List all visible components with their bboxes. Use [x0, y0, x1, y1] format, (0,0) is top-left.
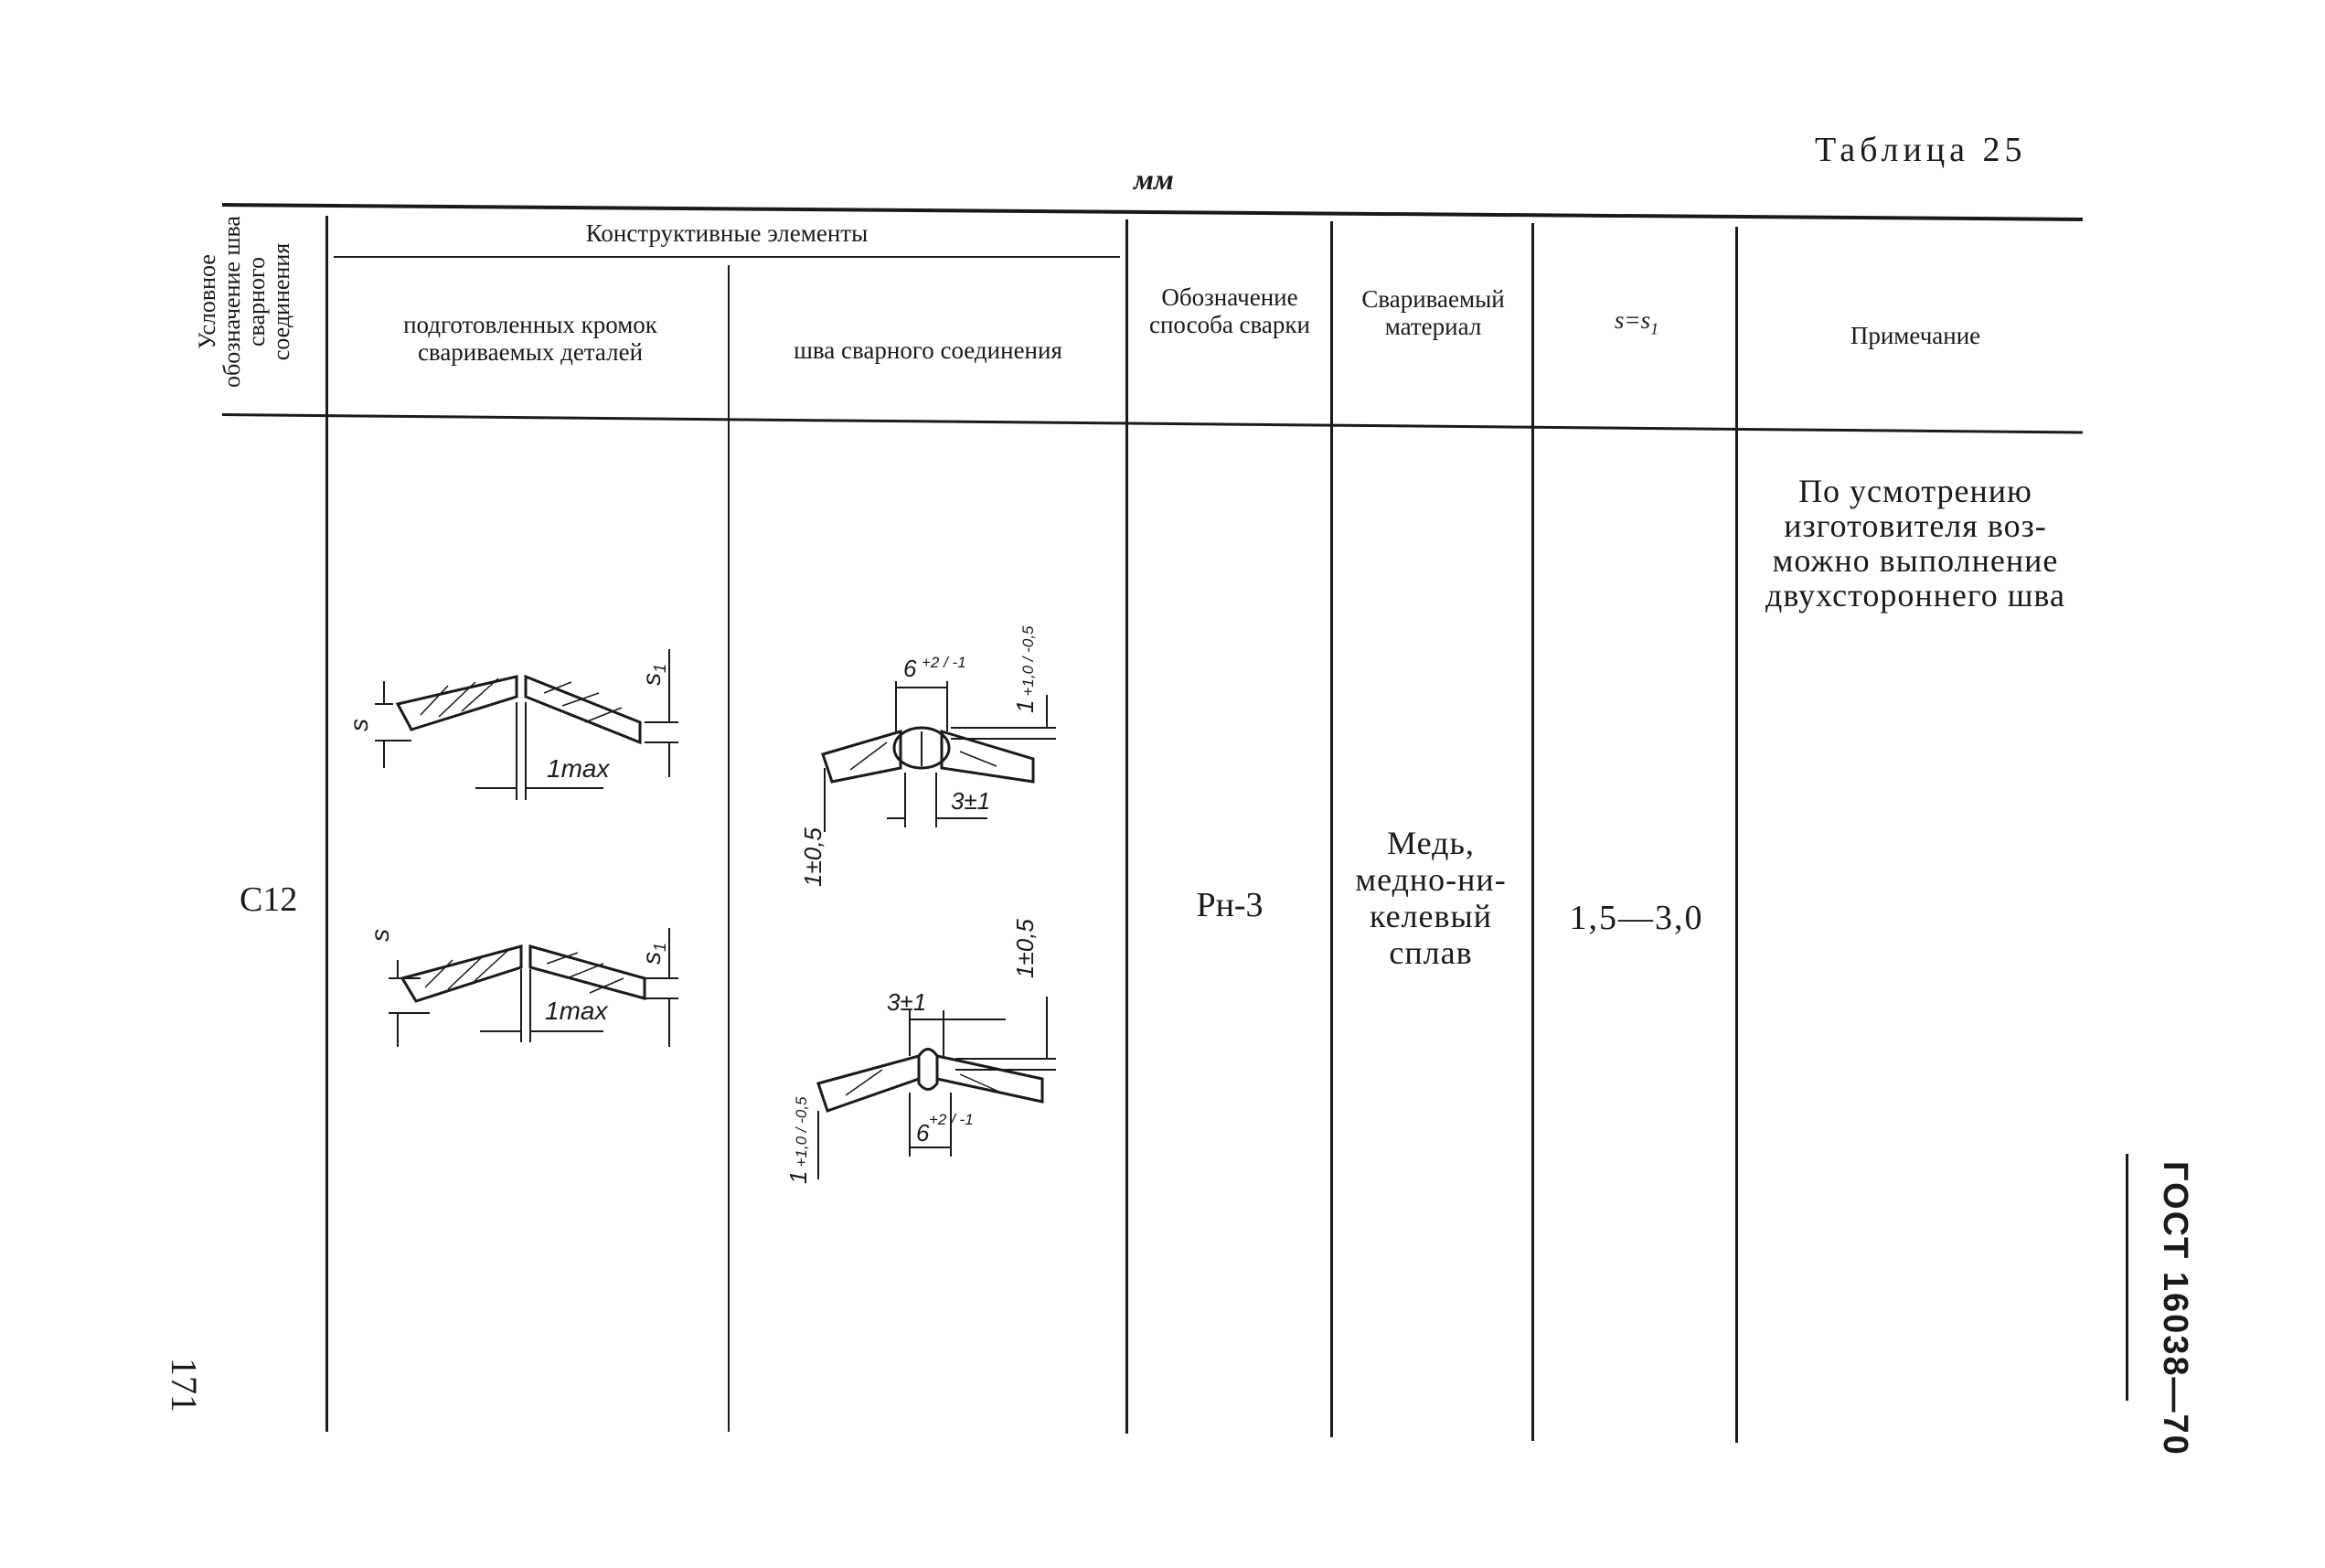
- label-gap-lower: 1max: [545, 997, 608, 1025]
- label-gap-upper: 1max: [547, 754, 610, 783]
- header-weld-seam: шва сварного соединения: [794, 336, 1062, 364]
- header-welding-method: Обозначение способа сварки: [1149, 283, 1310, 338]
- units-label: мм: [1134, 163, 1174, 196]
- col-divider-2: [728, 265, 730, 1432]
- label-s1-upper: s1: [637, 664, 669, 686]
- col-divider-1: [325, 216, 328, 1432]
- col-divider-5: [1531, 223, 1534, 1441]
- label-reinf-upper: 1+1,0 / -0,5: [1011, 625, 1039, 713]
- row-material: Медь, медно-ни-келевый сплав: [1355, 825, 1507, 971]
- side-label-rule: [2126, 1154, 2128, 1401]
- label-s-upper: s: [345, 719, 373, 731]
- col-divider-4: [1330, 221, 1333, 1437]
- label-root-width-lower: 3±1: [887, 988, 926, 1016]
- header-material: Свариваемый материал: [1361, 285, 1505, 340]
- col-divider-3: [1125, 219, 1128, 1434]
- top-rule: [221, 203, 2083, 221]
- label-root-reinf-upper: 1±0,5: [799, 827, 827, 887]
- label-weld-width-lower: 6: [916, 1119, 930, 1147]
- label-reinf-lower: 1±0,5: [1011, 919, 1039, 978]
- header-designation: Условное обозначение шва сварного соедин…: [194, 216, 294, 388]
- weld-seam-drawing: 6 +2 / -1 1+1,0 / -0,5 3±1 1±0,5 3±1 1±0…: [784, 625, 1056, 1184]
- header-thickness: s=s1: [1614, 306, 1659, 338]
- label-root-width-upper: 3±1: [951, 787, 990, 815]
- col-divider-6: [1735, 227, 1738, 1443]
- label-weld-width-tol-lower: +2 / -1: [929, 1111, 974, 1128]
- label-s-lower: s: [366, 929, 394, 942]
- header-design-elements: Конструктивные элементы: [585, 219, 869, 247]
- label-weld-width-upper: 6: [903, 655, 917, 682]
- row-method: Рн-3: [1196, 886, 1264, 924]
- row-note: По усмотрению изготовителя воз-можно вып…: [1765, 473, 2065, 613]
- header-note: Примечание: [1850, 322, 1981, 349]
- table-title: Таблица 25: [1815, 131, 2027, 169]
- row-thickness: 1,5—3,0: [1569, 899, 1704, 937]
- standard-side-label: ГОСТ 16038—70: [2156, 1161, 2194, 1456]
- label-root-lower: 1+1,0 / -0,5: [784, 1096, 812, 1184]
- label-weld-width-tol-upper: +2 / -1: [922, 654, 966, 671]
- header-bottom-rule: [221, 413, 2083, 434]
- label-s1-lower: s1: [637, 943, 669, 965]
- prepared-edges-drawing: s s1 1max s s1 1max: [345, 649, 678, 1047]
- header-prepared-edges: подготовленных кромок свариваемых детале…: [403, 311, 657, 366]
- page-number: 171: [164, 1358, 205, 1413]
- design-elements-underline: [334, 256, 1120, 258]
- row-designation: С12: [240, 880, 298, 919]
